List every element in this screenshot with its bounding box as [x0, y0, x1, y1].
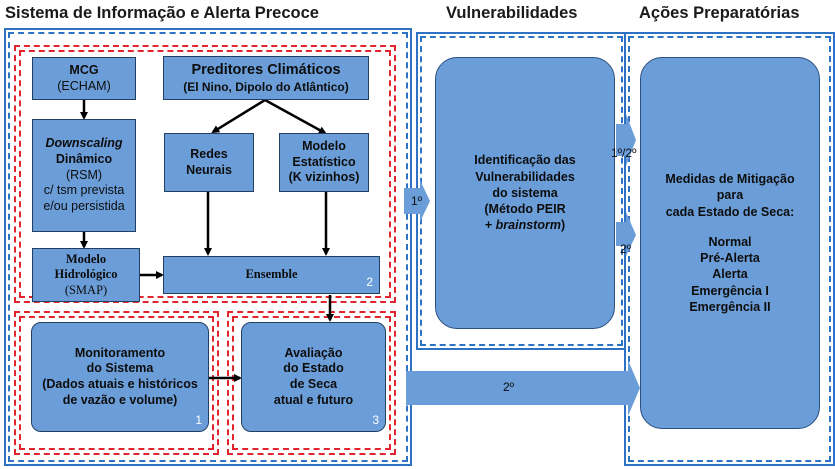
block-arrow-1 — [404, 180, 430, 222]
ensemble-num: 2 — [366, 275, 373, 289]
arrow-preditores-redes — [211, 98, 266, 134]
mcg-title: MCG — [69, 62, 99, 77]
modelo-est-l2: Estatístico — [292, 154, 356, 169]
modelo-est-l1: Modelo — [302, 139, 346, 154]
modelo-est-l3: (K vizinhos) — [288, 170, 360, 185]
hidro-l2: Hidrológico — [54, 267, 118, 282]
medidas-l2: para — [716, 188, 744, 203]
frame-previsao-inner — [19, 50, 391, 298]
redes-l2: Neurais — [186, 162, 232, 177]
ident-l2: Vulnerabilidades — [475, 169, 575, 184]
header-vulnerabilidades: Vulnerabilidades — [446, 4, 578, 22]
arrow-label-1-2: 1º/2º — [611, 146, 637, 160]
avaliacao-num: 3 — [372, 413, 379, 427]
monitor-num: 1 — [195, 413, 202, 427]
ensemble-box: Ensemble 2 — [163, 256, 380, 294]
arrow-label-1: 1º — [411, 194, 423, 208]
monitor-l2: do Sistema — [86, 361, 154, 376]
hidro-l3: (SMAP) — [64, 282, 108, 297]
identificacao-box: Identificação das Vulnerabilidades do si… — [435, 57, 615, 329]
downscaling-l2: c/ tsm prevista — [43, 183, 125, 198]
downscaling-l3: e/ou persistida — [43, 198, 125, 213]
block-arrow-2 — [616, 212, 636, 256]
ident-l5: + brainstorm) — [484, 218, 566, 233]
frame-avaliacao-inner — [232, 316, 391, 450]
medidas-l3: cada Estado de Seca: — [665, 204, 795, 219]
state-emergencia-2: Emergência II — [689, 299, 771, 314]
frame-monitoramento — [14, 311, 219, 455]
monitoramento-box: Monitoramento do Sistema (Dados atuais e… — [31, 322, 209, 432]
downscaling-title-italic: Downscaling — [45, 136, 123, 151]
avaliacao-box: Avaliação do Estado de Seca atual e futu… — [241, 322, 386, 432]
state-normal: Normal — [708, 234, 752, 249]
monitor-l4: de vazão e volume) — [62, 392, 178, 407]
hidro-l1: Modelo — [65, 251, 107, 266]
downscaling-box: Downscaling Dinâmico (RSM) c/ tsm previs… — [32, 119, 136, 232]
medidas-l1: Medidas de Mitigação — [665, 172, 795, 186]
monitor-l3: (Dados atuais e históricos — [42, 377, 198, 391]
block-arrow-1-2 — [616, 114, 636, 166]
arrow-preditores-modelo — [264, 98, 327, 135]
arrow-label-2: 2º — [620, 242, 632, 256]
header-sistema: Sistema de Informação e Alerta Precoce — [5, 4, 319, 22]
preditores-sub: (El Nino, Dipolo do Atlântico) — [183, 79, 349, 94]
preditores-title: Preditores Climáticos — [191, 62, 341, 79]
modelo-estatistico-box: Modelo Estatístico (K vizinhos) — [279, 133, 369, 192]
arrow-label-2-bottom: 2º — [503, 380, 515, 394]
block-arrow-2-bottom — [406, 360, 640, 416]
state-pre-alerta: Pré-Alerta — [700, 251, 760, 265]
frame-previsao — [14, 45, 396, 303]
ident-l3: do sistema — [492, 185, 558, 200]
ident-l1: Identificação das — [474, 153, 576, 168]
avaliacao-l4: atual e futuro — [273, 392, 354, 407]
frame-monitoramento-inner — [19, 316, 214, 450]
mcg-box: MCG (ECHAM) — [32, 57, 136, 100]
avaliacao-l1: Avaliação — [284, 345, 343, 360]
header-acoes: Ações Preparatórias — [639, 4, 800, 22]
frame-sistema — [8, 32, 408, 462]
preditores-box: Preditores Climáticos (El Nino, Dipolo d… — [163, 56, 369, 100]
redes-box: Redes Neurais — [164, 133, 254, 192]
ensemble-label: Ensemble — [245, 267, 298, 282]
downscaling-l1: (RSM) — [65, 167, 103, 182]
avaliacao-l2: do Estado — [283, 361, 344, 376]
state-emergencia-1: Emergência I — [691, 283, 769, 298]
downscaling-title: Dinâmico — [55, 152, 113, 167]
frame-avaliacao — [227, 311, 396, 455]
avaliacao-l3: de Seca — [289, 377, 338, 391]
hidrologico-box: Modelo Hidrológico (SMAP) — [32, 248, 140, 302]
ident-l4: (Método PEIR — [484, 202, 566, 217]
state-alerta: Alerta — [712, 267, 748, 282]
medidas-box: Medidas de Mitigação para cada Estado de… — [640, 57, 820, 429]
mcg-sub: (ECHAM) — [57, 78, 111, 93]
monitor-l1: Monitoramento — [74, 345, 166, 360]
redes-l1: Redes — [190, 146, 228, 161]
